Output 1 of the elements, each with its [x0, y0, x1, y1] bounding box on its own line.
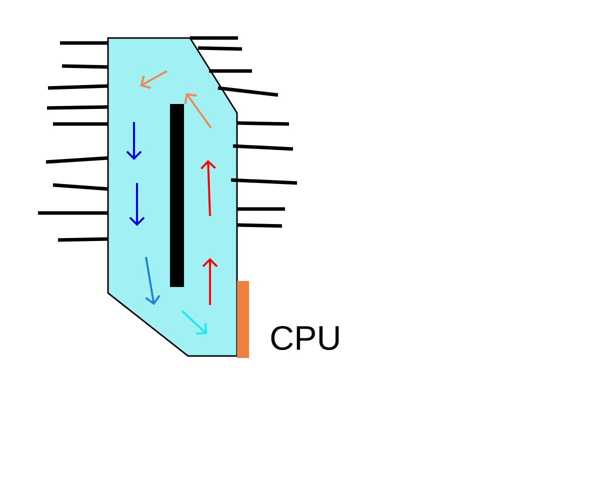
component-label: CPU — [271, 326, 339, 350]
